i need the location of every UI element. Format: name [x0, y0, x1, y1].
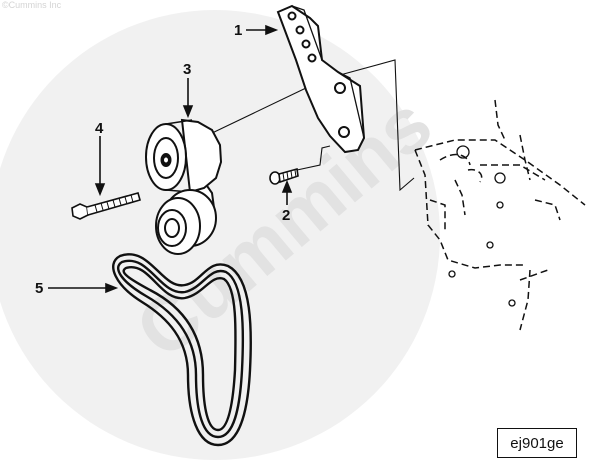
figure-reference-label: ej901ge — [497, 428, 577, 458]
engine-block-outline — [414, 99, 586, 331]
mounting-bracket — [276, 4, 366, 154]
capscrew-long — [71, 192, 141, 220]
drive-belt — [112, 253, 252, 447]
leader-arrows — [48, 24, 293, 294]
engine-block-holes — [448, 145, 516, 307]
callout-2: 2 — [282, 207, 290, 224]
copyright-notice: ©Cummins Inc — [2, 0, 62, 10]
callout-5: 5 — [35, 280, 43, 297]
alignment-lines — [207, 59, 415, 192]
callout-3: 3 — [183, 61, 191, 78]
cummins-watermark: Cummins — [0, 10, 448, 460]
callout-4: 4 — [95, 120, 104, 137]
callout-1: 1 — [234, 22, 242, 39]
belt-tensioner — [145, 118, 223, 255]
capscrew-small — [269, 167, 299, 185]
